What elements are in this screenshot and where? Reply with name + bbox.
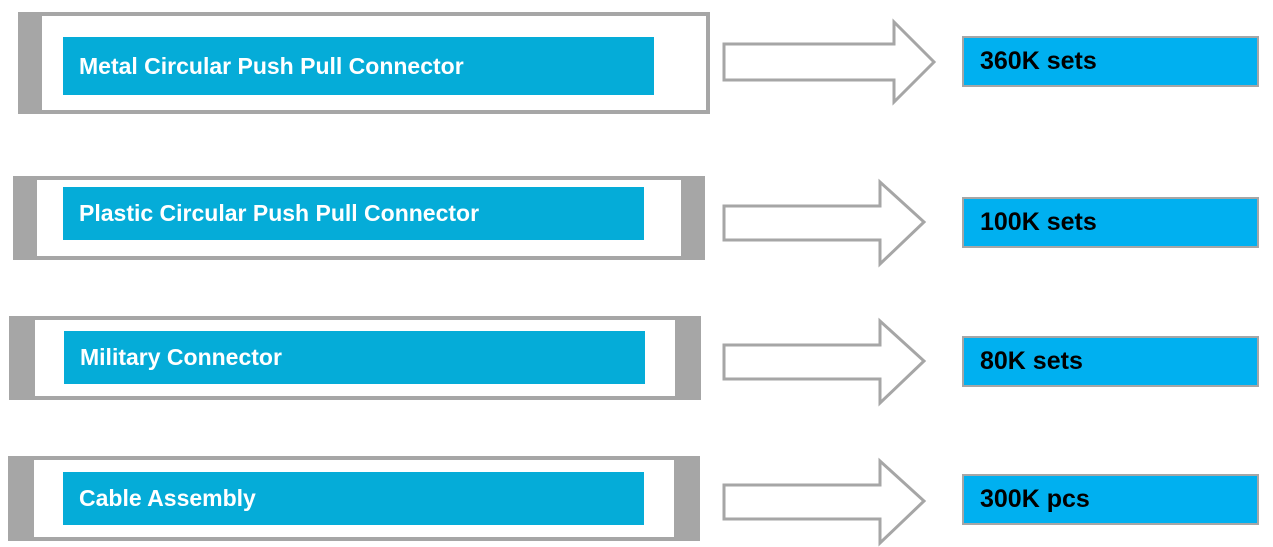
right-arrow-icon: [722, 178, 927, 268]
capacity-value: 360K sets: [962, 36, 1259, 87]
product-label: Cable Assembly: [63, 472, 644, 525]
capacity-value: 100K sets: [962, 197, 1259, 248]
capacity-value: 80K sets: [962, 336, 1259, 387]
product-label: Metal Circular Push Pull Connector: [63, 37, 654, 95]
right-arrow-icon: [722, 317, 927, 407]
right-arrow-icon: [722, 457, 927, 547]
right-arrow-icon: [722, 18, 937, 106]
product-label: Military Connector: [64, 331, 645, 384]
capacity-value: 300K pcs: [962, 474, 1259, 525]
product-label: Plastic Circular Push Pull Connector: [63, 187, 644, 240]
